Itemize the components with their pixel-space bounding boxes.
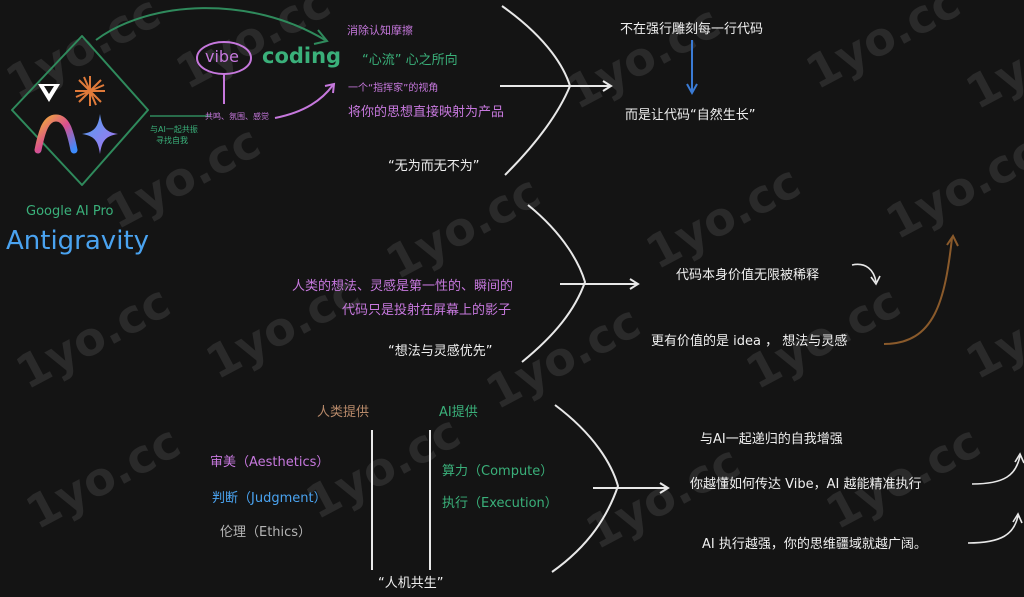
vibe-meaning: 共鸣、氛围、感觉	[205, 112, 269, 121]
s1-line-4: 将你的思想直接映射为产品	[348, 105, 505, 120]
antigravity-arch-icon	[34, 114, 78, 154]
s3-right-2: 你越懂如何传达 Vibe，AI 越能精准执行	[690, 477, 922, 492]
ai-provides-header: AI提供	[439, 405, 478, 420]
s1-right-2: 而是让代码“自然生长”	[625, 108, 756, 123]
ai-execution: 执行（Execution）	[442, 496, 558, 511]
vibe-word: vibe	[205, 47, 239, 66]
brown-arrow	[883, 237, 953, 345]
cube-icon	[38, 84, 60, 102]
small-curl-arrow	[851, 263, 877, 283]
s3-right-3: AI 执行越强，你的思维疆域就越广阔。	[702, 537, 927, 552]
s3-quote: “人机共生”	[378, 576, 444, 591]
human-ethics: 伦理（Ethics）	[220, 525, 312, 540]
human-provides-header: 人类提供	[317, 405, 370, 420]
s1-quote: “无为而无不为”	[388, 159, 480, 174]
s1-line-1: 消除认知摩擦	[347, 24, 413, 37]
s1-line-2: “心流” 心之所向	[362, 53, 458, 68]
logo-diamond	[11, 35, 149, 186]
purple-arrow	[274, 84, 334, 119]
gemini-star-icon	[82, 114, 118, 154]
coding-word: coding	[262, 44, 342, 68]
side-note-2: 寻找自我	[156, 136, 188, 145]
s1-line-3: 一个“指挥家”的视角	[348, 83, 439, 94]
s2-line-2: 代码只是投射在屏幕上的影子	[342, 303, 512, 318]
human-judgment: 判断（Judgment）	[212, 491, 327, 506]
s2-right-2: 更有价值的是 idea ， 想法与灵感	[651, 334, 848, 349]
s2-line-1: 人类的想法、灵感是第一性的、瞬间的	[292, 279, 514, 294]
ai-compute: 算力（Compute）	[442, 464, 554, 479]
s3-right-1: 与AI一起递归的自我增强	[700, 432, 843, 447]
brace-3	[551, 404, 620, 573]
right-arrow-b	[967, 515, 1019, 544]
right-arrow-a	[971, 455, 1021, 485]
side-note-1: 与AI一起共振	[150, 125, 198, 134]
spark-burst-icon	[75, 76, 105, 106]
logo-icons	[34, 76, 118, 154]
green-arrow	[95, 7, 326, 41]
product-title: Antigravity	[6, 226, 149, 256]
human-aesthetics: 审美（Aesthetics）	[210, 455, 330, 470]
brand-label: Google AI Pro	[26, 204, 114, 219]
s2-right-1: 代码本身价值无限被稀释	[676, 268, 820, 283]
brace-2	[521, 204, 587, 363]
brace-1	[501, 5, 572, 176]
s1-right-1: 不在强行雕刻每一行代码	[620, 22, 764, 37]
s2-quote: “想法与灵感优先”	[388, 344, 493, 359]
